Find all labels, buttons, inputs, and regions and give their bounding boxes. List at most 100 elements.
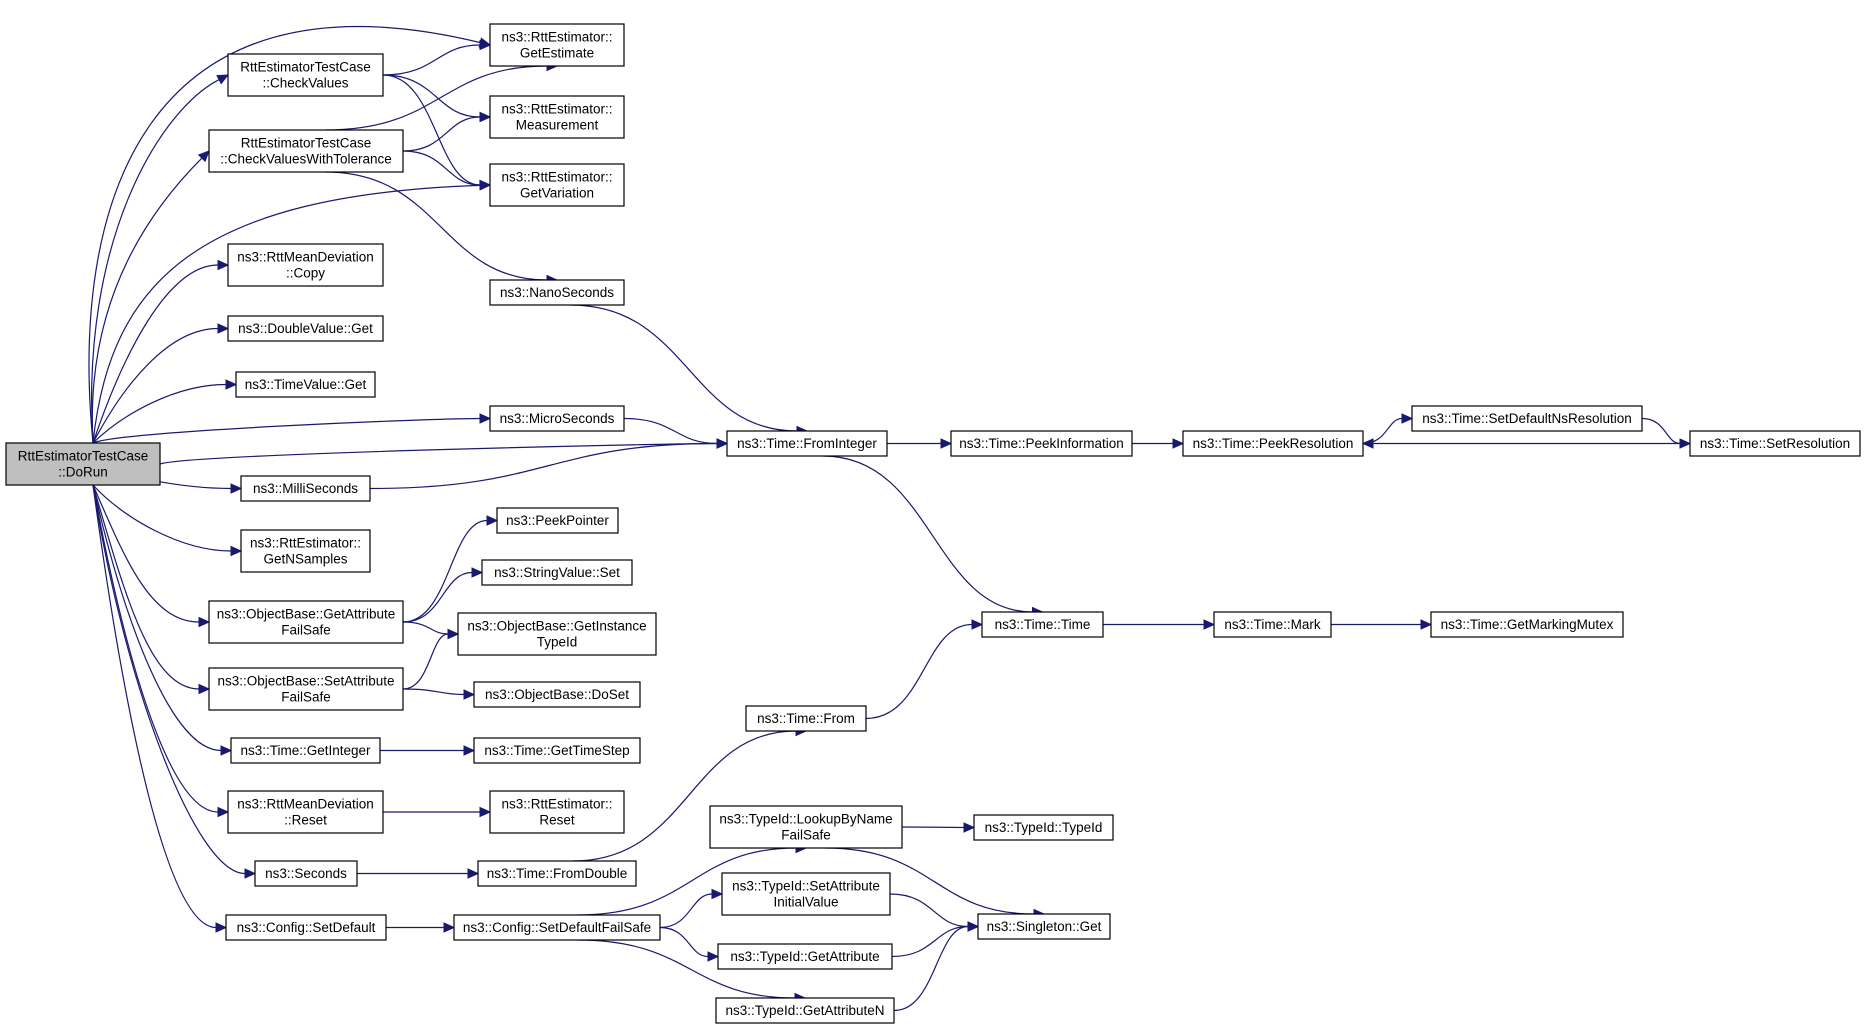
arrowhead-icon xyxy=(217,259,230,271)
node-typeid-getattributen[interactable]: ns3::TypeId::GetAttributeN xyxy=(715,997,895,1024)
node-label: ns3::Time::FromInteger xyxy=(737,436,877,451)
node-label: ns3::Time::GetTimeStep xyxy=(484,743,629,758)
node-nanoseconds[interactable]: ns3::NanoSeconds xyxy=(489,279,625,306)
node-box xyxy=(227,315,384,342)
node-label: TypeId xyxy=(537,635,578,650)
node-box xyxy=(230,737,381,764)
edge-checkvalues-to-measurement xyxy=(382,74,481,118)
node-label: ns3::Time::Time xyxy=(995,617,1091,632)
node-box xyxy=(225,914,387,941)
arrowhead-icon xyxy=(230,483,243,494)
node-seconds[interactable]: ns3::Seconds xyxy=(254,860,358,887)
node-label: ::Copy xyxy=(286,266,325,281)
node-label: ns3::RttEstimator:: xyxy=(501,30,612,45)
edge-lookupbynamefailsafe-to-singleton-get xyxy=(825,847,1035,915)
node-setresolution[interactable]: ns3::Time::SetResolution xyxy=(1689,430,1861,457)
edge-typeid-getattribute-to-singleton-get xyxy=(891,925,969,958)
arrowhead-icon xyxy=(447,628,460,640)
node-box xyxy=(489,279,625,306)
node-rttmeandev-copy[interactable]: ns3::RttMeanDeviation::Copy xyxy=(227,243,384,287)
edge-dorun-to-config-setdefault xyxy=(92,484,217,929)
node-peekpointer[interactable]: ns3::PeekPointer xyxy=(496,507,619,534)
node-label: FailSafe xyxy=(281,623,331,638)
arrowhead-icon xyxy=(198,683,211,695)
edge-dorun-to-getnsamples xyxy=(92,484,232,552)
node-box xyxy=(1689,430,1861,457)
node-peekresolution[interactable]: ns3::Time::PeekResolution xyxy=(1182,430,1364,457)
node-setdefaultnsresolution[interactable]: ns3::Time::SetDefaultNsResolution xyxy=(1411,405,1643,432)
arrowhead-icon xyxy=(216,74,230,85)
edge-nanoseconds-to-time-frominteger xyxy=(570,304,798,432)
edge-dorun-to-time-getinteger xyxy=(92,484,222,752)
node-typeid-typeid[interactable]: ns3::TypeId::TypeId xyxy=(973,814,1114,841)
arrowhead-icon xyxy=(443,922,456,933)
node-time-mark[interactable]: ns3::Time::Mark xyxy=(1213,611,1332,638)
edge-getattrfailsafe-to-peekpointer xyxy=(402,519,488,623)
arrowhead-icon xyxy=(967,921,980,932)
node-label: ns3::Time::SetResolution xyxy=(1700,436,1850,451)
node-checkvalues[interactable]: RttEstimatorTestCase::CheckValues xyxy=(227,53,384,97)
node-dorun[interactable]: RttEstimatorTestCase::DoRun xyxy=(5,442,161,486)
node-singleton-get[interactable]: ns3::Singleton::Get xyxy=(977,913,1111,940)
node-time-from[interactable]: ns3::Time::From xyxy=(745,705,867,732)
node-objectbase-doset[interactable]: ns3::ObjectBase::DoSet xyxy=(473,681,641,708)
node-label: ns3::RttEstimator:: xyxy=(501,797,612,812)
node-peekinformation[interactable]: ns3::Time::PeekInformation xyxy=(950,430,1133,457)
arrowhead-icon xyxy=(479,413,492,424)
edge-dorun-to-microseconds xyxy=(92,417,481,444)
node-stringvalue-set[interactable]: ns3::StringValue::Set xyxy=(481,559,633,586)
node-box xyxy=(473,681,641,708)
node-label: ns3::ObjectBase::GetAttribute xyxy=(217,607,396,622)
node-box xyxy=(489,405,625,432)
node-label: ns3::RttMeanDeviation xyxy=(237,797,374,812)
node-time-getinteger[interactable]: ns3::Time::GetInteger xyxy=(230,737,381,764)
node-getmarkingmutex[interactable]: ns3::Time::GetMarkingMutex xyxy=(1430,611,1624,638)
edge-lookupbynamefailsafe-to-typeid-typeid xyxy=(901,826,965,829)
arrowhead-icon xyxy=(479,806,492,818)
node-rttmeandev-reset[interactable]: ns3::RttMeanDeviation::Reset xyxy=(227,790,384,834)
edge-getattrfailsafe-to-stringvalue-set xyxy=(402,571,473,623)
node-doublevalue-get[interactable]: ns3::DoubleValue::Get xyxy=(227,315,384,342)
edge-setattrinitialvalue-to-singleton-get xyxy=(889,893,969,928)
edge-time-from-to-time-time xyxy=(865,623,973,720)
node-box xyxy=(208,667,404,711)
node-label: FailSafe xyxy=(281,690,331,705)
node-measurement[interactable]: ns3::RttEstimator::Measurement xyxy=(489,95,625,139)
node-timevalue-get[interactable]: ns3::TimeValue::Get xyxy=(235,371,376,398)
node-microseconds[interactable]: ns3::MicroSeconds xyxy=(489,405,625,432)
node-milliseconds[interactable]: ns3::MilliSeconds xyxy=(240,475,371,502)
node-label: GetVariation xyxy=(520,186,594,201)
node-getnsamples[interactable]: ns3::RttEstimator::GetNSamples xyxy=(240,529,371,573)
node-config-setdefault[interactable]: ns3::Config::SetDefault xyxy=(225,914,387,941)
edge-time-frominteger-to-time-time xyxy=(822,455,1033,613)
arrowhead-icon xyxy=(716,438,729,449)
node-time-frominteger[interactable]: ns3::Time::FromInteger xyxy=(726,430,888,457)
node-label: RttEstimatorTestCase xyxy=(18,449,149,464)
node-box xyxy=(1213,611,1332,638)
node-getvariation[interactable]: ns3::RttEstimator::GetVariation xyxy=(489,163,625,207)
node-config-setdefaultfailsafe[interactable]: ns3::Config::SetDefaultFailSafe xyxy=(453,914,661,941)
node-label: ns3::TimeValue::Get xyxy=(245,377,367,392)
arrowhead-icon xyxy=(1401,413,1414,424)
edge-checkvalues-to-getvariation xyxy=(382,74,481,186)
node-rttestimator-reset[interactable]: ns3::RttEstimator::Reset xyxy=(489,790,625,834)
node-typeid-getattribute[interactable]: ns3::TypeId::GetAttribute xyxy=(717,943,893,970)
node-label: ns3::Time::GetInteger xyxy=(240,743,371,758)
node-checkvalueswithtol[interactable]: RttEstimatorTestCase::CheckValuesWithTol… xyxy=(208,129,404,173)
node-label: ns3::TypeId::SetAttribute xyxy=(732,879,880,894)
arrowhead-icon xyxy=(479,111,492,123)
edge-checkvalueswithtol-to-nanoseconds xyxy=(325,171,548,281)
node-label: ns3::TypeId::TypeId xyxy=(985,820,1103,835)
node-time-gettimestep[interactable]: ns3::Time::GetTimeStep xyxy=(473,737,641,764)
node-getestimate[interactable]: ns3::RttEstimator::GetEstimate xyxy=(489,23,625,67)
node-label: ns3::Time::GetMarkingMutex xyxy=(1441,617,1614,632)
node-time-time[interactable]: ns3::Time::Time xyxy=(981,611,1104,638)
node-label: ns3::TypeId::GetAttributeN xyxy=(725,1003,884,1018)
nodes-layer: RttEstimatorTestCase::DoRunRttEstimatorT… xyxy=(5,23,1861,1024)
node-time-fromdouble[interactable]: ns3::Time::FromDouble xyxy=(477,860,637,887)
